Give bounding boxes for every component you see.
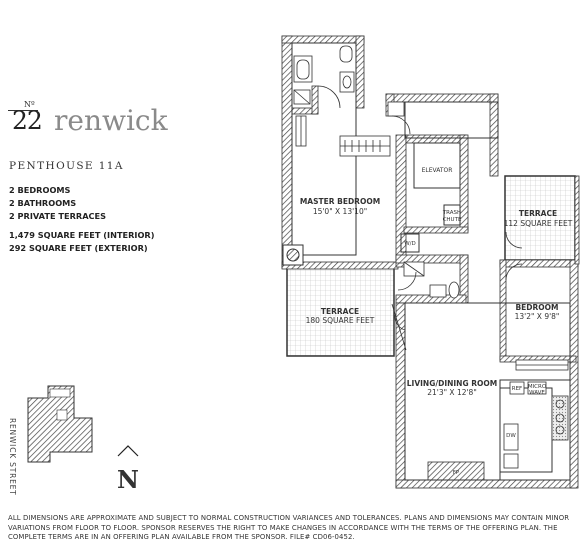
wave-label: WAVE xyxy=(529,390,545,396)
terrace-east-label: TERRACE xyxy=(519,209,557,218)
terrace-east-size: 112 SQUARE FEET xyxy=(504,219,573,228)
master-bedroom-label: MASTER BEDROOM xyxy=(300,197,380,206)
micro-label: MICRO xyxy=(528,384,547,390)
logo-rule xyxy=(8,110,38,111)
north-label: N xyxy=(117,465,139,494)
kitchen-fixtures xyxy=(503,381,569,469)
terrace-west-label: TERRACE xyxy=(321,307,359,316)
walls xyxy=(281,35,580,489)
elevator-box xyxy=(413,142,461,189)
terrace-west-area xyxy=(286,267,395,357)
unit-stats: 2 BEDROOMS 2 BATHROOMS 2 PRIVATE TERRACE… xyxy=(9,184,154,255)
trash-chute-box xyxy=(443,204,461,226)
trash-label: TRASH xyxy=(442,210,461,216)
key-plan xyxy=(27,385,93,463)
street-label: RENWICK STREET xyxy=(8,418,17,496)
terraces-count: 2 PRIVATE TERRACES xyxy=(9,211,107,221)
north-arrow-icon: N xyxy=(117,445,139,494)
elevator-label: ELEVATOR xyxy=(422,167,453,174)
ref-label: REF xyxy=(512,386,522,392)
terrace-east-area xyxy=(504,175,576,261)
terrace-west-size: 180 SQUARE FEET xyxy=(306,316,375,325)
bedrooms-count: 2 BEDROOMS xyxy=(9,185,71,195)
bedroom-size: 13'2" X 9'8" xyxy=(515,312,560,321)
unit-title: PENTHOUSE 11A xyxy=(9,160,124,172)
wd-label: W/D xyxy=(404,241,416,247)
legal-disclaimer: ALL DIMENSIONS ARE APPROXIMATE AND SUBJE… xyxy=(8,514,570,542)
bathrooms-count: 2 BATHROOMS xyxy=(9,198,77,208)
dw-label: DW xyxy=(506,433,516,439)
interior-area: 1,479 SQUARE FEET (INTERIOR) xyxy=(9,230,155,240)
logo-name: renwick xyxy=(54,104,168,137)
logo-number: 22 xyxy=(12,106,43,135)
fp-label: FP xyxy=(453,470,460,476)
chute-label: CHUTE xyxy=(443,217,462,223)
doors xyxy=(317,85,523,351)
bedroom-label: BEDROOM xyxy=(515,303,558,312)
room-labels: MASTER BEDROOM 15'0" X 13'10" TERRACE 18… xyxy=(300,167,573,476)
washer-dryer-box xyxy=(400,233,420,253)
living-dining-size: 21'3" X 12'8" xyxy=(427,388,477,397)
logo-number-mark: Nº xyxy=(24,100,35,109)
living-dining-label: LIVING/DINING ROOM xyxy=(407,379,497,388)
bath-fixtures xyxy=(293,45,460,299)
exterior-area: 292 SQUARE FEET (EXTERIOR) xyxy=(9,243,148,253)
floor-plan-drawing: N xyxy=(27,35,580,494)
master-bedroom-size: 15'0" X 13'10" xyxy=(313,207,367,216)
